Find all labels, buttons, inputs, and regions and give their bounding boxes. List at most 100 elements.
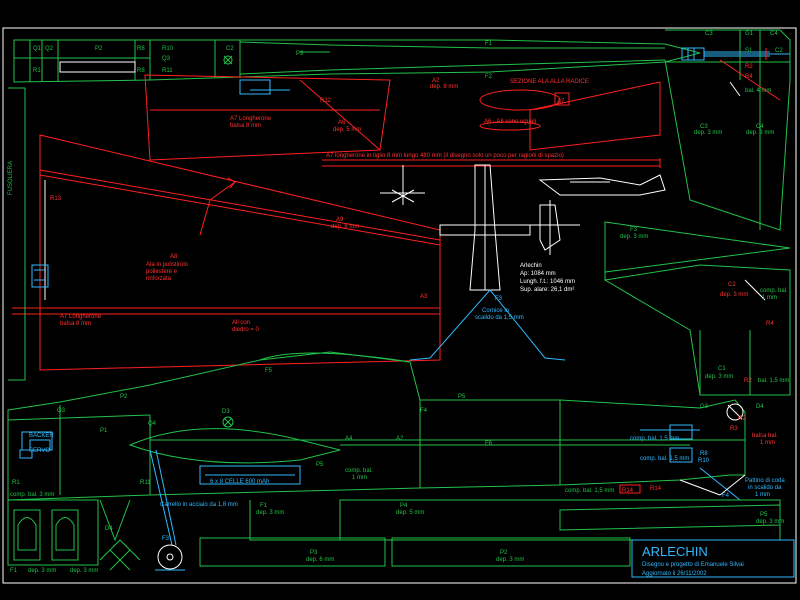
label-comp-bal-mid2: 1 mm [352,475,367,481]
spec-area: Sup. alare: 26,1 dm² [520,287,574,293]
label-balsa-bal2: 1 mm [760,440,775,446]
label-a4: A4 [345,436,353,442]
label-c4-dep: dep. 3 mm [746,130,774,136]
label-r4-right: R4 [766,321,774,327]
label-p3-bot: P3 [310,550,318,556]
label-q4: Q4 [148,421,157,427]
label-alicon1: All con [232,320,250,326]
label-f3-gear: F3 [162,536,170,542]
label-q3: Q3 [162,56,171,62]
label-a3: A3 [420,294,428,300]
label-servo: SERVO [29,448,50,454]
label-balsa-bal1: balsa bal. [752,433,778,439]
label-dep3b: dep. 3 mm [70,568,98,574]
label-r4-tail: R4 [745,74,753,80]
label-a7-top: A7 Longherone [230,116,272,122]
label-comp-bal-bot: comp. bal. 3 mm [10,492,54,498]
label-a8: A8 [170,254,178,260]
label-c1: C1 [718,366,726,372]
label-a6: A6 [338,120,346,126]
label-a2-dep: dep. 8 mm [430,84,458,90]
label-p5-bot: P5 [760,512,768,518]
label-a8-desc1: Ala in polistirolo [146,262,189,268]
label-d3: D3 [222,409,230,415]
label-comp-bal: comp. bal. [760,288,788,294]
label-r10-side: R10 [698,458,710,464]
label-a9-dep: dep. 8 mm [331,224,359,230]
label-r8-side: R8 [700,451,708,457]
label-c3b: C3 [700,124,708,130]
label-r1-side: R1 [12,480,20,486]
label-a7-bot2: balsa 8 mm [60,321,91,327]
label-f4: F4 [420,408,428,414]
label-dep3a: dep. 3 mm [28,568,56,574]
label-pattino2: in scalido da [748,485,782,491]
label-alicon2: diedro = 0 [232,327,260,333]
label-r14b: R14 [650,486,662,492]
title-line2: Aggiornato il 26/11/2002 [642,571,707,577]
spec-model: Arlechin [520,263,542,269]
label-r3: R3 [730,426,738,432]
main-fuselage [7,351,746,571]
label-r14: R14 [622,488,634,494]
title-line1: Disegno e progetto di Emanuele Silvai [642,562,744,568]
right-pieces [604,221,791,396]
label-p4: P4 [400,503,408,509]
label-dep5: dep. 5 mm [396,510,424,516]
label-comp-bal-tr: comp. bal. 1,5 mm [630,436,679,442]
label-r8: R8 [137,46,145,52]
tail-fin [664,29,791,231]
label-cornice1: Cornice in [482,308,509,314]
label-r11-side: R11 [140,480,151,486]
label-a8-desc3: rinforzata [146,276,172,282]
label-dep6: dep. 6 mm [306,557,334,563]
label-bal15: bal. 1,5 mm [758,378,789,384]
label-p5-side: P5 [458,394,466,400]
fuselage-vertical [8,87,49,381]
label-a7-top2: balsa 8 mm [230,123,261,129]
label-r8b: R8 [137,68,145,74]
label-pattino1: Pattino di coda [745,478,785,484]
label-pattino3: 1 mm [755,492,770,498]
label-r4-bal: bal. 4 mm [745,88,771,94]
label-a7-long: A7 longherone in tiglio 8 mm lungo 480 m… [326,153,564,159]
label-d4-bot: D4 [105,526,113,532]
label-c1-dep: dep. 3 mm [705,374,733,380]
wing-section [479,81,661,151]
label-comp-bal-tr2: comp. bal. 1,5 mm [640,456,689,462]
label-c2-top: C2 [226,46,234,52]
label-f6: F6 [485,441,493,447]
label-f3: F3 [495,296,503,302]
label-f1-bot: F1 [10,568,18,574]
label-d4: D4 [756,404,764,410]
label-dep3d: dep. 3 mm [756,519,784,525]
label-cornice2: scalido da 1,5 mm [475,315,524,321]
label-f3-right: F3 [630,227,638,233]
label-sezione: SEZIONE ALA ALLA RADICE [510,79,589,85]
label-c3: C3 [705,31,713,37]
label-a7-sect: A7 [557,99,565,105]
label-r2-right: R2 [744,378,752,384]
spec-length: Lungh. f.t.: 1046 mm [520,279,575,285]
label-comp-bal2: 1 mm [762,295,777,301]
label-f4-tail: F4 [722,493,730,499]
label-p1: P1 [100,428,108,434]
spec-wingspan: Ap: 1084 mm [520,271,556,277]
label-a8-desc2: poliestere e [146,269,178,275]
label-g2: G3 [57,408,66,414]
label-backer: BACKER [29,433,54,439]
label-p2-bot: P2 [500,550,508,556]
bottom-parts [7,499,795,578]
label-a9: A9 [336,217,344,223]
title-name: ARLECHIN [642,544,708,559]
label-f1-top: F1 [485,41,493,47]
label-c2-tail: C2 [775,48,783,54]
label-r10: R10 [162,46,174,52]
label-comp-bal15: comp. bal. 1,5 mm [565,488,614,494]
label-r2-side: R2 [738,416,746,422]
label-c2-right: C2 [728,282,736,288]
label-r1: R1 [33,68,41,74]
label-fusoliera: FUSOLIERA [8,161,14,195]
label-r12: R12 [320,98,332,104]
canopy-frame [409,289,566,361]
